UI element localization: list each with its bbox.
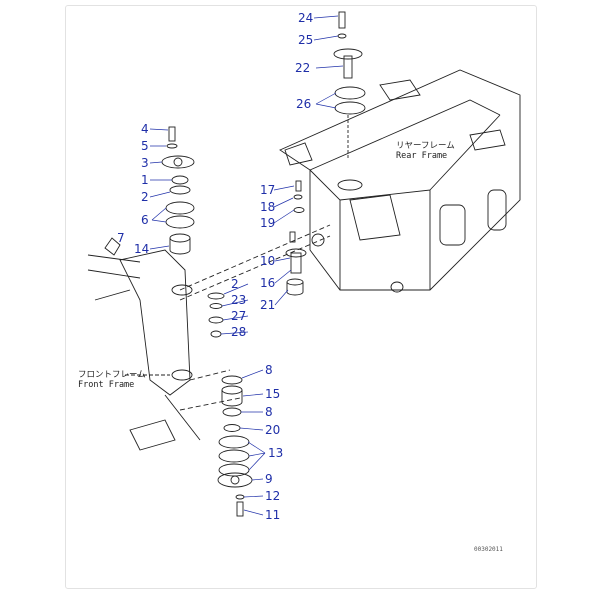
callout-2: 2 — [141, 190, 149, 204]
callout-11: 11 — [265, 508, 281, 522]
rear-frame-drawing — [179, 69, 521, 301]
front-frame-en: Front Frame — [78, 380, 135, 390]
callout-8b: 8 — [265, 405, 273, 419]
callout-22: 22 — [295, 61, 311, 75]
callout-27: 27 — [231, 309, 247, 323]
callout-24: 24 — [298, 11, 314, 25]
diagram-card — [65, 5, 537, 589]
callout-2b: 2 — [231, 277, 239, 291]
front-frame-drawing — [87, 249, 241, 451]
lower-pin-parts — [217, 375, 253, 517]
callout-6: 6 — [141, 213, 149, 227]
rear-frame-jp: リヤーフレーム — [396, 141, 455, 151]
callout-23: 23 — [231, 293, 247, 307]
callout-21: 21 — [260, 298, 276, 312]
leader-lines — [149, 15, 344, 516]
callout-28: 28 — [231, 325, 247, 339]
callout-26: 26 — [296, 97, 312, 111]
middle-pin-parts — [207, 180, 307, 338]
drawing-code: 00302011 — [474, 546, 503, 553]
callout-12: 12 — [265, 489, 281, 503]
callout-13: 13 — [268, 446, 284, 460]
callout-20: 20 — [265, 423, 281, 437]
front-frame-jp: フロントフレーム — [78, 370, 146, 380]
callout-9: 9 — [265, 472, 273, 486]
callout-5: 5 — [141, 139, 149, 153]
callout-1: 1 — [141, 173, 149, 187]
callout-25: 25 — [298, 33, 314, 47]
rear-frame-en: Rear Frame — [396, 151, 448, 161]
top-pin-parts — [333, 11, 366, 160]
callout-3: 3 — [141, 156, 149, 170]
callout-18: 18 — [260, 200, 276, 214]
callout-16: 16 — [260, 276, 276, 290]
callout-7: 7 — [117, 231, 125, 245]
callout-10: 10 — [260, 254, 276, 268]
callout-8: 8 — [265, 363, 273, 377]
callout-19: 19 — [260, 216, 276, 230]
callout-17: 17 — [260, 183, 276, 197]
callout-4: 4 — [141, 122, 149, 136]
callout-15: 15 — [265, 387, 281, 401]
callout-14: 14 — [134, 242, 150, 256]
